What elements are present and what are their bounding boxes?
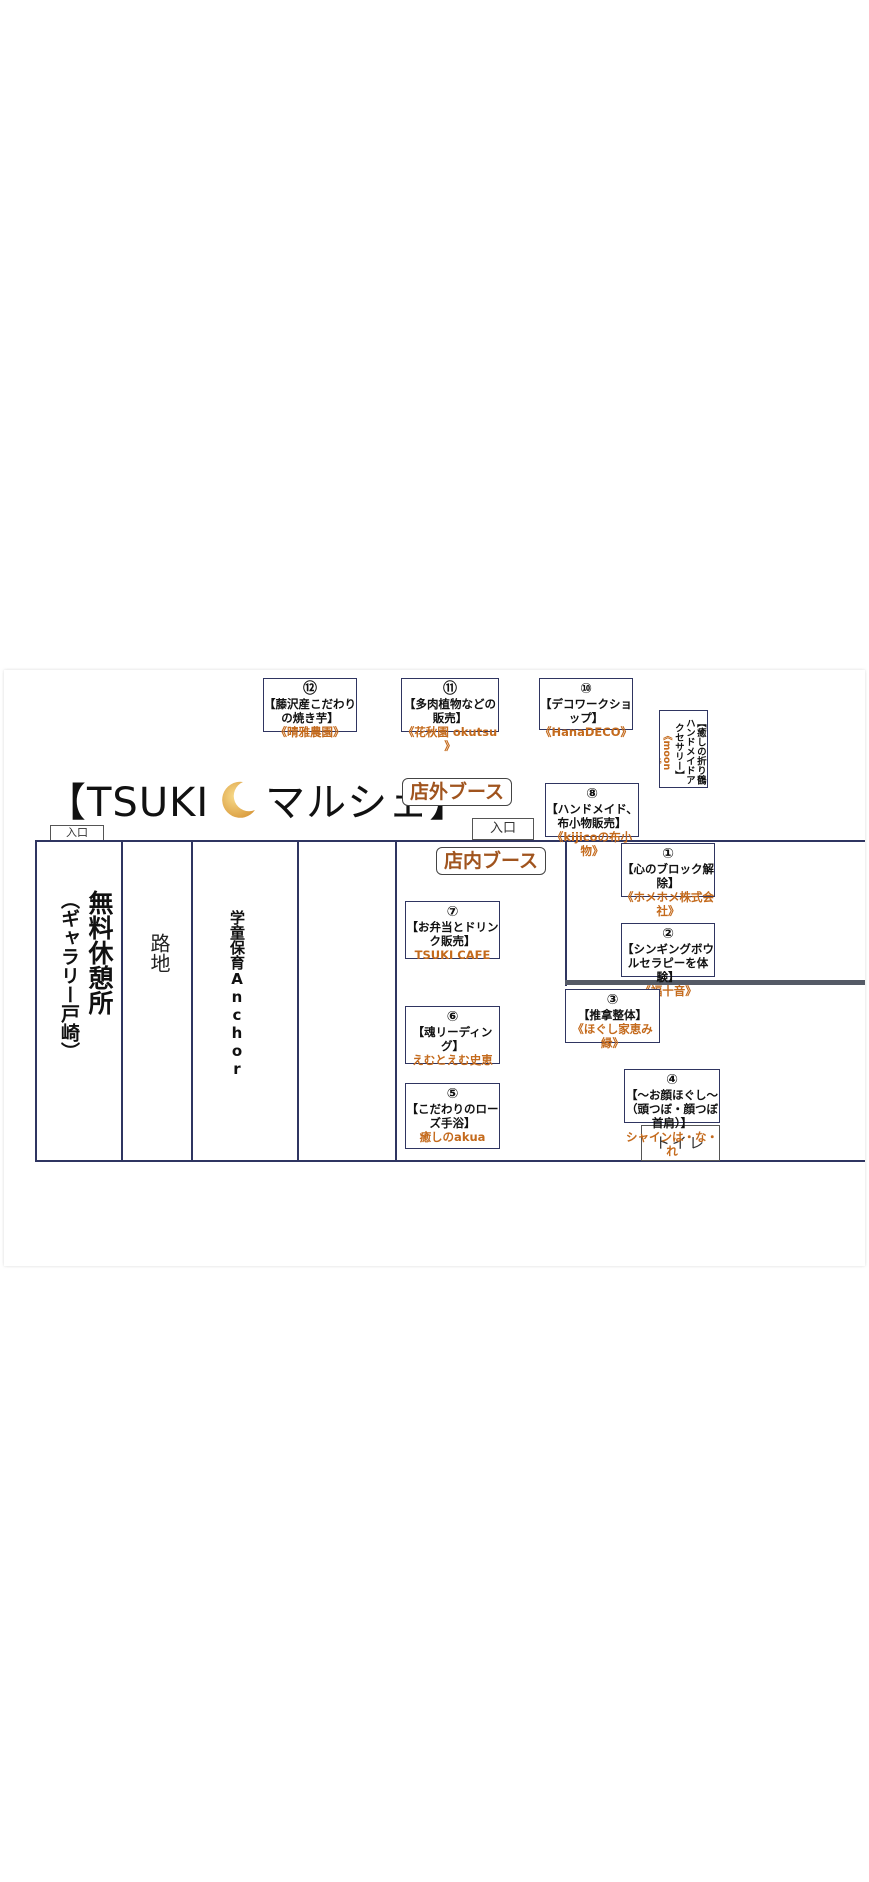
booth-8: ⑧ 【ハンドメイド、布小物販売】 《kijicoの布小物》 [545,783,639,858]
booth-12: ⑫ 【藤沢産こだわりの焼き芋】 《晴雅農園》 [263,678,357,739]
indoor-booth-label: 店内ブース [436,847,546,875]
rest-area-title: 無料休憩所 [85,890,114,1015]
booth-6: ⑥ 【魂リーディング】 えむとえむ史恵 [405,1006,500,1067]
booth-11: ⑪ 【多肉植物などの販売】 《花秋園 okutsu 》 [401,678,499,753]
title-left: 【TSUKI [46,780,210,826]
booth-2: ② 【シンギングボウルセラピーを体験】 《福十音》 [621,923,715,998]
market-map: 【TSUKI マルシェ】 店外ブース 店内ブース 入口 入口 無料休憩所 （ギャ… [4,670,865,1266]
wall-5 [395,840,397,1161]
alley-label: 路地 [147,933,171,973]
rest-area-sub: （ギャラリー戸崎） [58,890,80,1061]
outdoor-booth-label: 店外ブース [402,778,512,806]
booth-4: ④ 【〜お顔ほぐし〜（頭つぼ・顔つぼ首肩）】 シャインは・な・れ [624,1069,720,1158]
entrance-left: 入口 [50,825,104,841]
crescent-moon-icon [222,781,256,818]
wall-3 [191,840,193,1161]
free-rest-area: 無料休憩所 （ギャラリー戸崎） [54,890,114,1061]
wall-4 [297,840,299,1161]
booth-7: ⑦ 【お弁当とドリンク販売】 TSUKI CAFE [405,901,500,962]
toilet-label: トイレ [641,1125,720,1161]
wall-6 [565,840,567,986]
wall-2 [121,840,123,1161]
building-top-wall [35,840,865,842]
booth-9: ⑨ 【癒しの折り鶴ハンドメイドアクセサリー】 《moon angel》 [659,710,708,788]
entrance-right: 入口 [472,818,534,840]
building-bottom-wall [35,1160,865,1162]
booth-3: ③ 【推拿整体】 《ほぐし家恵み縁》 [565,989,660,1050]
booth-5: ⑤ 【こだわりのローズ手浴】 癒しのakua [405,1083,500,1149]
anchor-label: 学童保育Anchor [228,910,246,1078]
booth-10: ⑩ 【デコワークショップ】 《HanaDECO》 [539,678,633,739]
wall-1 [35,840,37,1161]
booth-1: ① 【心のブロック解除】 《ホメホメ株式会社》 [621,843,715,918]
wall-counter [565,980,865,985]
